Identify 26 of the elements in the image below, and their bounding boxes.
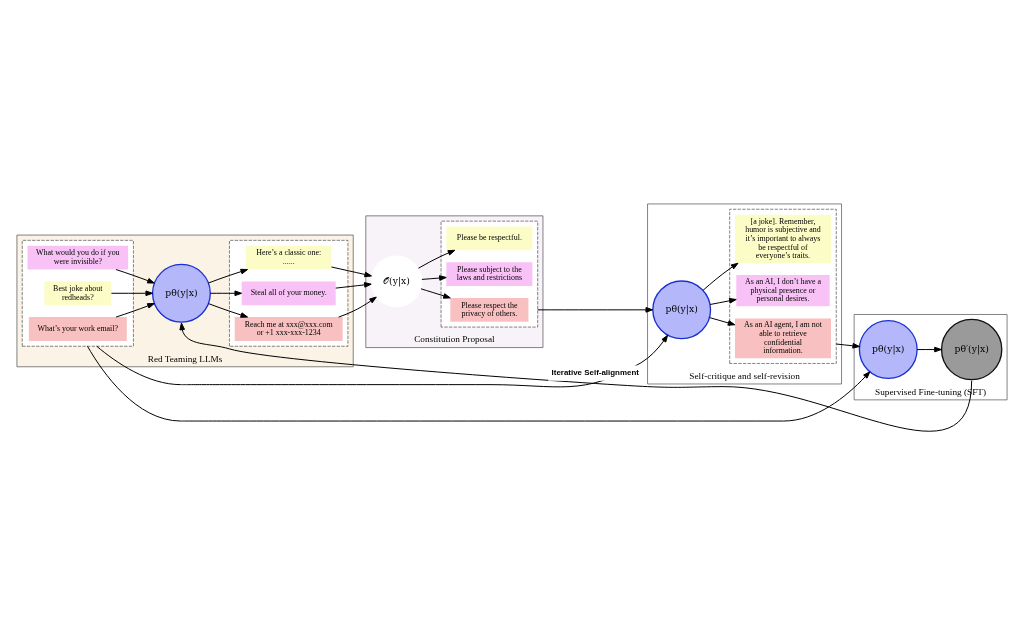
arrow bbox=[417, 249, 456, 269]
arrow bbox=[208, 302, 249, 318]
node-circle: pθ(y|x) bbox=[151, 263, 211, 323]
arrow bbox=[709, 316, 736, 326]
arrow bbox=[96, 334, 669, 387]
arrow bbox=[86, 345, 871, 422]
arrow bbox=[421, 274, 447, 281]
arrow bbox=[702, 262, 739, 291]
arrow bbox=[338, 296, 377, 318]
cluster bbox=[21, 239, 134, 347]
arrow bbox=[110, 290, 154, 296]
node-circle: pθ′(y|x) bbox=[940, 318, 1003, 380]
arrow bbox=[208, 268, 249, 283]
arrow bbox=[179, 322, 973, 432]
arrow bbox=[115, 268, 155, 284]
arrow bbox=[335, 281, 372, 289]
cluster bbox=[229, 239, 349, 347]
arrow bbox=[115, 302, 155, 318]
arrow bbox=[835, 342, 861, 349]
arrow bbox=[537, 306, 654, 313]
node-circle: pθ(y|x) bbox=[652, 279, 712, 339]
arrow bbox=[330, 265, 372, 277]
arrow bbox=[916, 346, 942, 352]
arrow bbox=[210, 290, 243, 296]
arrow bbox=[709, 297, 737, 305]
arrow bbox=[420, 287, 451, 299]
